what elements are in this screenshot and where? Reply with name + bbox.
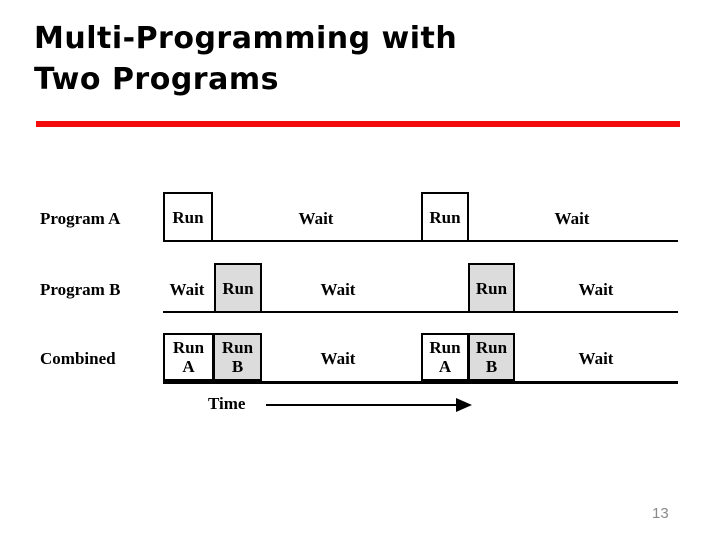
segment-wait-b1: Wait xyxy=(169,280,205,299)
segment-label: Run xyxy=(475,338,508,357)
segment-label: Run xyxy=(429,338,461,357)
segment-wait-combined-2: Wait xyxy=(578,349,614,368)
segment-sublabel: B xyxy=(231,357,244,376)
segment-label: Run xyxy=(172,207,204,227)
timeline-baseline-combined xyxy=(163,381,678,384)
segment-label: Run xyxy=(475,278,508,298)
segment-wait-a2: Wait xyxy=(554,209,590,228)
time-axis-label: Time xyxy=(208,394,246,413)
segment-run-combined-a2: Run A xyxy=(421,333,469,381)
segment-label: Run xyxy=(429,207,461,227)
segment-wait-combined-1: Wait xyxy=(320,349,356,368)
title-divider-rule xyxy=(36,121,680,127)
row-label-program-b: Program B xyxy=(40,280,121,299)
segment-run-a1: Run xyxy=(163,192,213,242)
segment-run-b1: Run xyxy=(214,263,262,313)
segment-run-a2: Run xyxy=(421,192,469,242)
row-label-program-a: Program A xyxy=(40,209,121,228)
segment-run-combined-a1: Run A xyxy=(163,333,214,381)
segment-label: Run xyxy=(172,338,205,357)
segment-wait-b2: Wait xyxy=(320,280,356,299)
segment-sublabel: B xyxy=(485,357,498,376)
right-arrow-icon xyxy=(266,398,472,412)
row-label-combined: Combined xyxy=(40,349,116,368)
segment-sublabel: A xyxy=(182,357,195,376)
segment-wait-b3: Wait xyxy=(578,280,614,299)
timeline-baseline-program-b xyxy=(163,311,678,313)
segment-run-b2: Run xyxy=(468,263,515,313)
segment-run-combined-b2: Run B xyxy=(468,333,515,381)
segment-label: Run xyxy=(222,278,254,298)
timeline-baseline-program-a xyxy=(163,240,678,242)
segment-label: Run xyxy=(221,338,254,357)
segment-sublabel: A xyxy=(438,357,452,376)
segment-run-combined-b1: Run B xyxy=(213,333,262,381)
page-number: 13 xyxy=(652,505,669,522)
segment-wait-a1: Wait xyxy=(298,209,334,228)
page-title: Multi-Programming with Two Programs xyxy=(34,21,458,97)
